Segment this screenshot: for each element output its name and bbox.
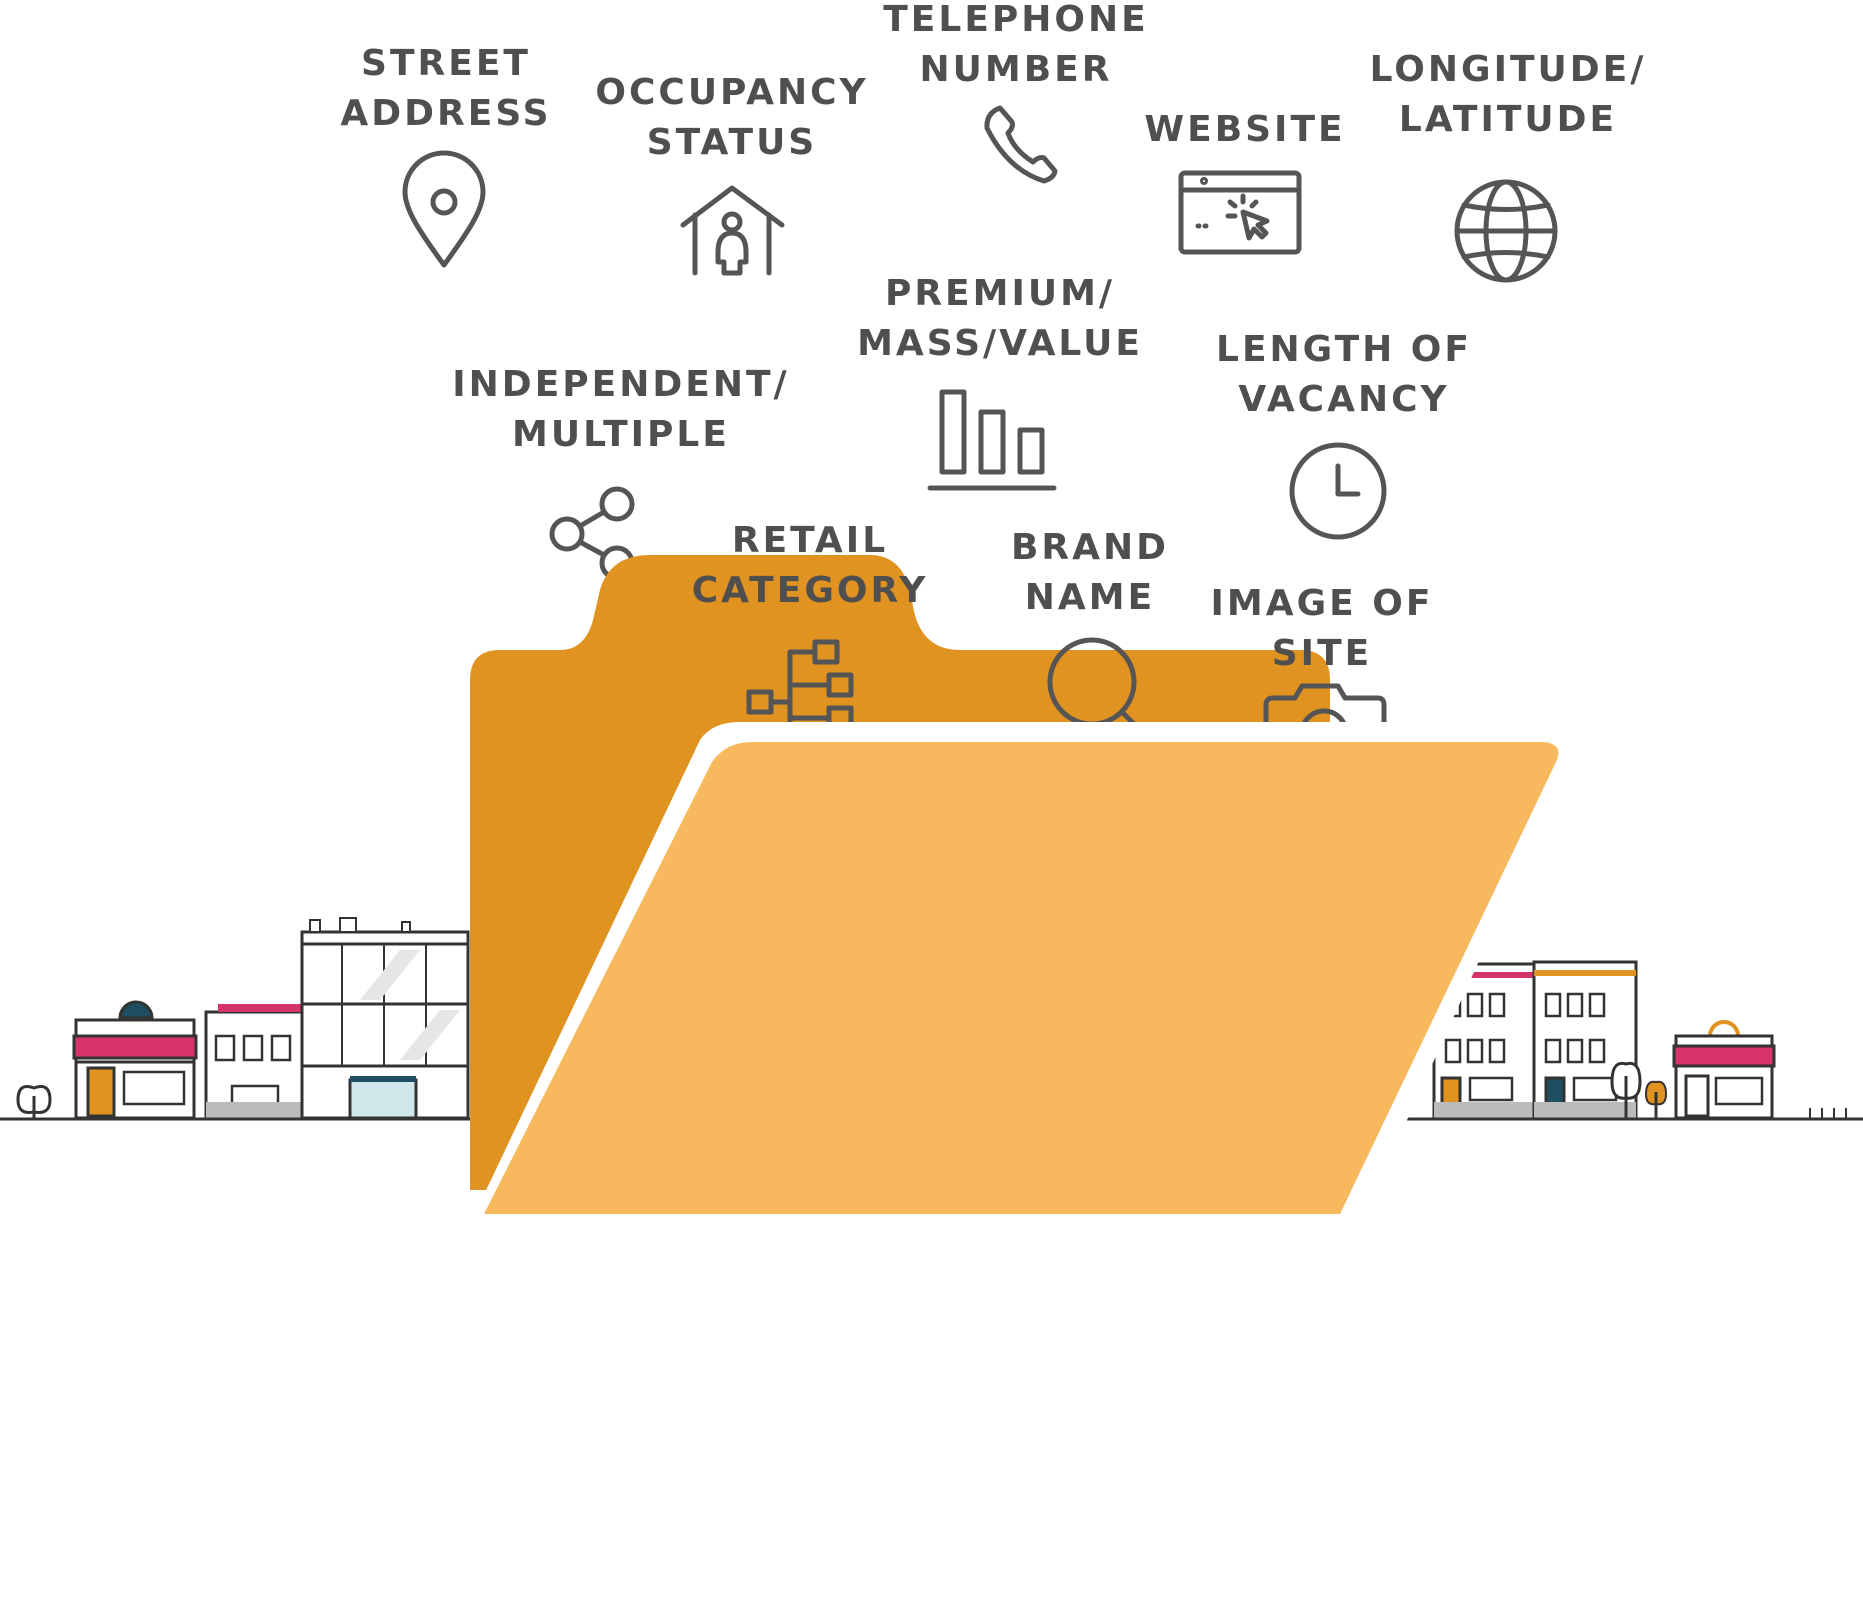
- clock-icon: [1289, 442, 1387, 540]
- label-independent-multiple-line1: INDEPENDENT/: [452, 364, 789, 405]
- label-length-of-vacancy-line2: VACANCY: [1238, 379, 1449, 420]
- label-length-of-vacancy: LENGTH OF VACANCY: [1216, 329, 1472, 420]
- tree-decoration: [16, 1085, 52, 1118]
- label-occupancy-status-line1: OCCUPANCY: [595, 72, 868, 113]
- shop-building: [72, 1000, 198, 1120]
- label-independent-multiple-line2: MULTIPLE: [512, 414, 730, 455]
- label-website: WEBSITE: [1144, 109, 1345, 150]
- label-occupancy-status-line2: STATUS: [647, 122, 817, 163]
- low-building: [204, 1004, 304, 1120]
- label-telephone-number-line2: NUMBER: [920, 49, 1113, 90]
- label-premium-mass-value-line2: MASS/VALUE: [857, 323, 1143, 364]
- label-premium-mass-value-line1: PREMIUM/: [885, 273, 1115, 314]
- label-street-address-line1: STREET: [361, 43, 531, 84]
- label-telephone-number: TELEPHONE NUMBER: [883, 0, 1149, 90]
- browser-cursor-icon: [1178, 170, 1302, 255]
- label-image-of-site: IMAGE OF SITE: [1211, 583, 1434, 674]
- label-retail-category-line1: RETAIL: [732, 520, 888, 561]
- label-telephone-number-line1: TELEPHONE: [883, 0, 1149, 40]
- townhouse-right-1: [1432, 962, 1536, 1120]
- glass-tower: [300, 917, 470, 1120]
- label-street-address: STREET ADDRESS: [340, 43, 551, 134]
- label-brand-name: BRAND NAME: [1011, 527, 1169, 618]
- folder-front: [484, 742, 1559, 1214]
- label-image-of-site-line1: IMAGE OF: [1211, 583, 1434, 624]
- location-pin-icon: [402, 150, 486, 268]
- label-longitude-latitude-line2: LATITUDE: [1399, 99, 1617, 140]
- shop-building-right: [1672, 1020, 1776, 1120]
- phone-icon: [984, 105, 1058, 184]
- house-person-icon: [680, 185, 785, 276]
- label-premium-mass-value: PREMIUM/ MASS/VALUE: [857, 273, 1143, 364]
- label-independent-multiple: INDEPENDENT/ MULTIPLE: [452, 364, 789, 455]
- tree-decoration-right: [1610, 1061, 1668, 1118]
- label-longitude-latitude-line1: LONGITUDE/: [1370, 49, 1647, 90]
- label-occupancy-status: OCCUPANCY STATUS: [595, 72, 868, 163]
- label-image-of-site-line2: SITE: [1272, 633, 1372, 674]
- label-longitude-latitude: LONGITUDE/ LATITUDE: [1370, 49, 1647, 140]
- label-website-line1: WEBSITE: [1144, 109, 1345, 150]
- label-length-of-vacancy-line1: LENGTH OF: [1216, 329, 1472, 370]
- label-street-address-line2: ADDRESS: [340, 93, 551, 134]
- bar-chart-icon: [927, 389, 1057, 491]
- label-retail-category-line2: CATEGORY: [692, 570, 929, 611]
- townhouse-right-2: [1532, 960, 1638, 1120]
- globe-icon: [1454, 179, 1558, 283]
- town-skyline-right: [1432, 960, 1847, 1120]
- label-brand-name-line1: BRAND: [1011, 527, 1169, 568]
- label-retail-category: RETAIL CATEGORY: [692, 520, 929, 611]
- fence-decoration: [1809, 1108, 1847, 1118]
- label-brand-name-line2: NAME: [1025, 577, 1155, 618]
